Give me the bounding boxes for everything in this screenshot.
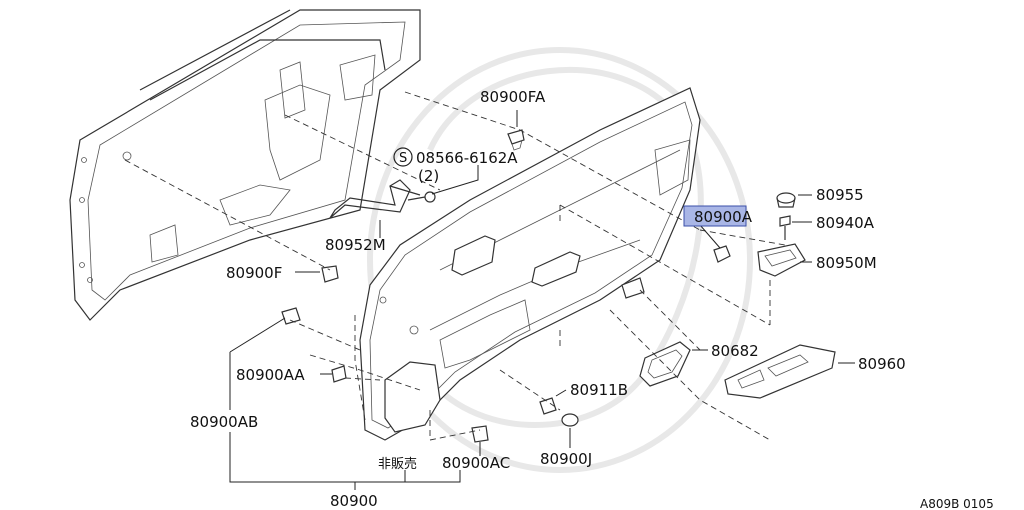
bracket-80952m: [329, 179, 421, 219]
clip-80911b: [539, 397, 557, 415]
clip-80900a: [713, 245, 731, 263]
label-80900ac[interactable]: 80900AC: [442, 454, 510, 472]
screw-08566: [407, 191, 436, 203]
clip-80900ac: [471, 425, 489, 443]
label-80955[interactable]: 80955: [816, 186, 864, 204]
label-80950m[interactable]: 80950M: [816, 254, 877, 272]
s-symbol-circle: [393, 147, 413, 167]
label-80682[interactable]: 80682: [711, 342, 759, 360]
cap-80955: [776, 192, 796, 208]
label-80900ab[interactable]: 80900AB: [190, 413, 258, 431]
clip-80900ab: [281, 307, 301, 325]
assembly-lines: [124, 91, 786, 441]
switch-finisher-80950m: [757, 243, 806, 277]
label-80952m[interactable]: 80952M: [325, 236, 386, 254]
label-80900fa[interactable]: 80900FA: [480, 88, 546, 106]
switch-panel-80960: [724, 344, 836, 399]
label-80960[interactable]: 80960: [858, 355, 906, 373]
label-80900aa[interactable]: 80900AA: [236, 366, 305, 384]
door-handle-escutcheon: [451, 235, 496, 276]
clip-80900j: [561, 413, 579, 427]
highlight-80900a: [683, 205, 747, 227]
escutcheon-80682: [639, 341, 691, 387]
screw-80940a: [779, 215, 791, 240]
label-80900a[interactable]: 80900A: [694, 208, 753, 226]
label-80900f[interactable]: 80900F: [226, 264, 282, 282]
clip-80900fa: [507, 129, 525, 151]
door-trim-panel: [359, 87, 701, 441]
label-08566-6162a[interactable]: 08566-6162A: [416, 149, 518, 167]
diagram-reference: A809B 0105: [920, 497, 994, 510]
clip-80900aa: [331, 365, 347, 383]
label-not-for-sale: 非販売: [378, 456, 417, 472]
label-80900j[interactable]: 80900J: [540, 450, 592, 468]
door-shell: [69, 9, 421, 321]
watermark: [367, 47, 753, 473]
label-80940a[interactable]: 80940A: [816, 214, 875, 232]
label-s-prefix: S: [399, 151, 407, 166]
pull-handle-recess: [531, 251, 581, 287]
label-80900[interactable]: 80900: [330, 492, 378, 510]
clip-80900f: [321, 265, 339, 283]
label-80911b[interactable]: 80911B: [570, 381, 628, 399]
speaker-grille: [384, 361, 441, 433]
leader-lines: [229, 110, 855, 490]
label-08566-qty: (2): [418, 167, 439, 185]
labels: 80900FA S 08566-6162A (2) 80955 80900A 8…: [190, 88, 994, 510]
